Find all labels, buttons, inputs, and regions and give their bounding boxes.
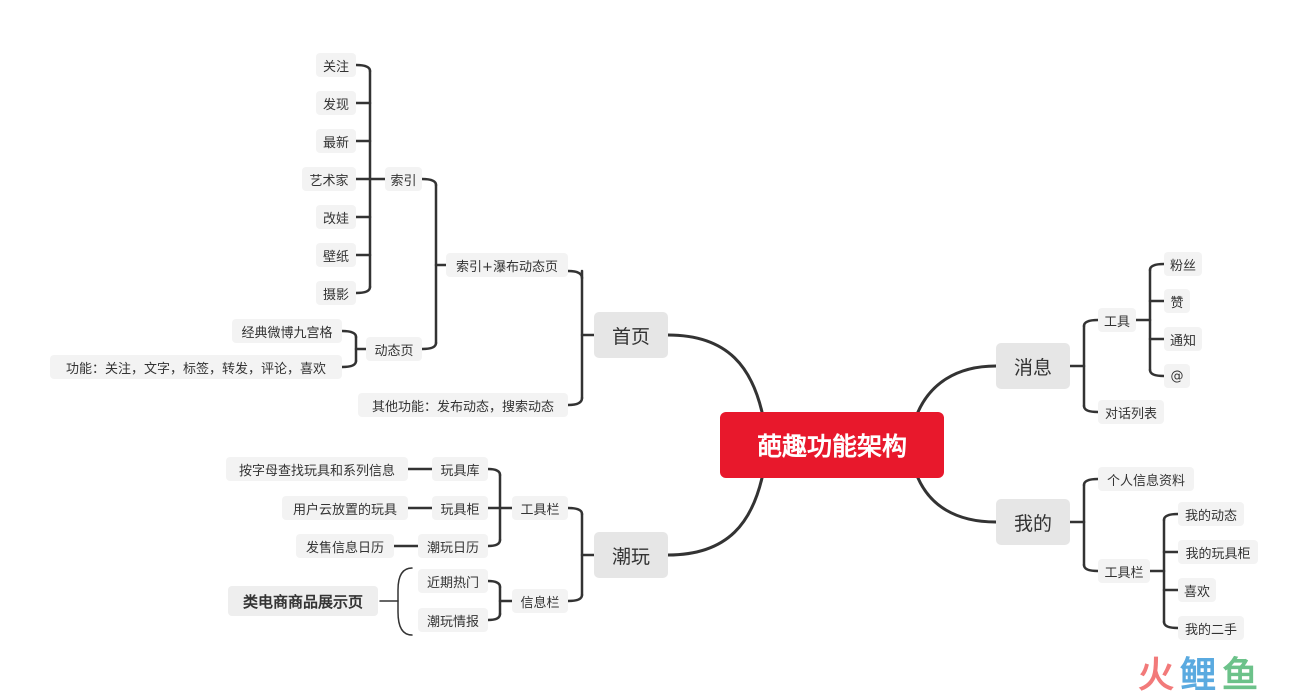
- node-index-waterfall: 索引+瀑布动态页: [446, 253, 568, 277]
- node-profile: 个人信息资料: [1098, 467, 1194, 491]
- infobar-group-note: 类电商商品展示页: [228, 586, 378, 616]
- index-item: 最新: [316, 129, 356, 153]
- root-node: 葩趣功能架构: [720, 412, 944, 478]
- branch-message: 消息: [996, 343, 1070, 389]
- index-item: 摄影: [316, 281, 356, 305]
- branch-mine: 我的: [996, 499, 1070, 545]
- infobar-item: 潮玩情报: [418, 608, 488, 632]
- tools-item: @: [1164, 364, 1190, 388]
- tools-item: 粉丝: [1164, 252, 1202, 276]
- watermark-char: 鲤: [1180, 655, 1223, 696]
- toolbar-item-note: 用户云放置的玩具: [282, 496, 408, 520]
- node-other-functions: 其他功能：发布动态，搜索动态: [358, 393, 568, 417]
- index-item: 艺术家: [302, 167, 356, 191]
- node-index: 索引: [385, 167, 422, 191]
- index-item: 壁纸: [316, 243, 356, 267]
- node-play-infobar: 信息栏: [512, 589, 568, 613]
- watermark-char: 火: [1138, 655, 1181, 696]
- index-item: 关注: [316, 53, 356, 77]
- index-item: 改娃: [316, 205, 356, 229]
- toolbar-item-note: 发售信息日历: [296, 534, 394, 558]
- mine-toolbar-item: 我的二手: [1178, 616, 1244, 640]
- branch-play: 潮玩: [594, 532, 668, 578]
- node-play-toolbar: 工具栏: [512, 496, 568, 520]
- index-item: 发现: [316, 91, 356, 115]
- toolbar-item-note: 按字母查找玩具和系列信息: [226, 457, 408, 481]
- toolbar-item: 玩具柜: [432, 496, 488, 520]
- feed-item: 功能：关注，文字，标签，转发，评论，喜欢: [50, 355, 342, 379]
- watermark-char: 鱼: [1222, 655, 1265, 696]
- node-mine-toolbar: 工具栏: [1098, 559, 1150, 583]
- branch-home: 首页: [594, 312, 668, 358]
- toolbar-item: 玩具库: [432, 457, 488, 481]
- tools-item: 通知: [1164, 327, 1202, 351]
- mine-toolbar-item: 我的玩具柜: [1178, 540, 1258, 564]
- toolbar-item: 潮玩日历: [418, 534, 488, 558]
- node-chat-list: 对话列表: [1098, 400, 1164, 424]
- watermark-logo: 火鲤鱼: [1138, 646, 1264, 698]
- tools-item: 赞: [1164, 289, 1190, 313]
- mine-toolbar-item: 喜欢: [1178, 578, 1216, 602]
- node-feed: 动态页: [366, 337, 422, 361]
- node-message-tools: 工具: [1098, 308, 1136, 332]
- feed-item: 经典微博九宫格: [232, 319, 342, 343]
- mine-toolbar-item: 我的动态: [1178, 502, 1244, 526]
- infobar-item: 近期热门: [418, 569, 488, 593]
